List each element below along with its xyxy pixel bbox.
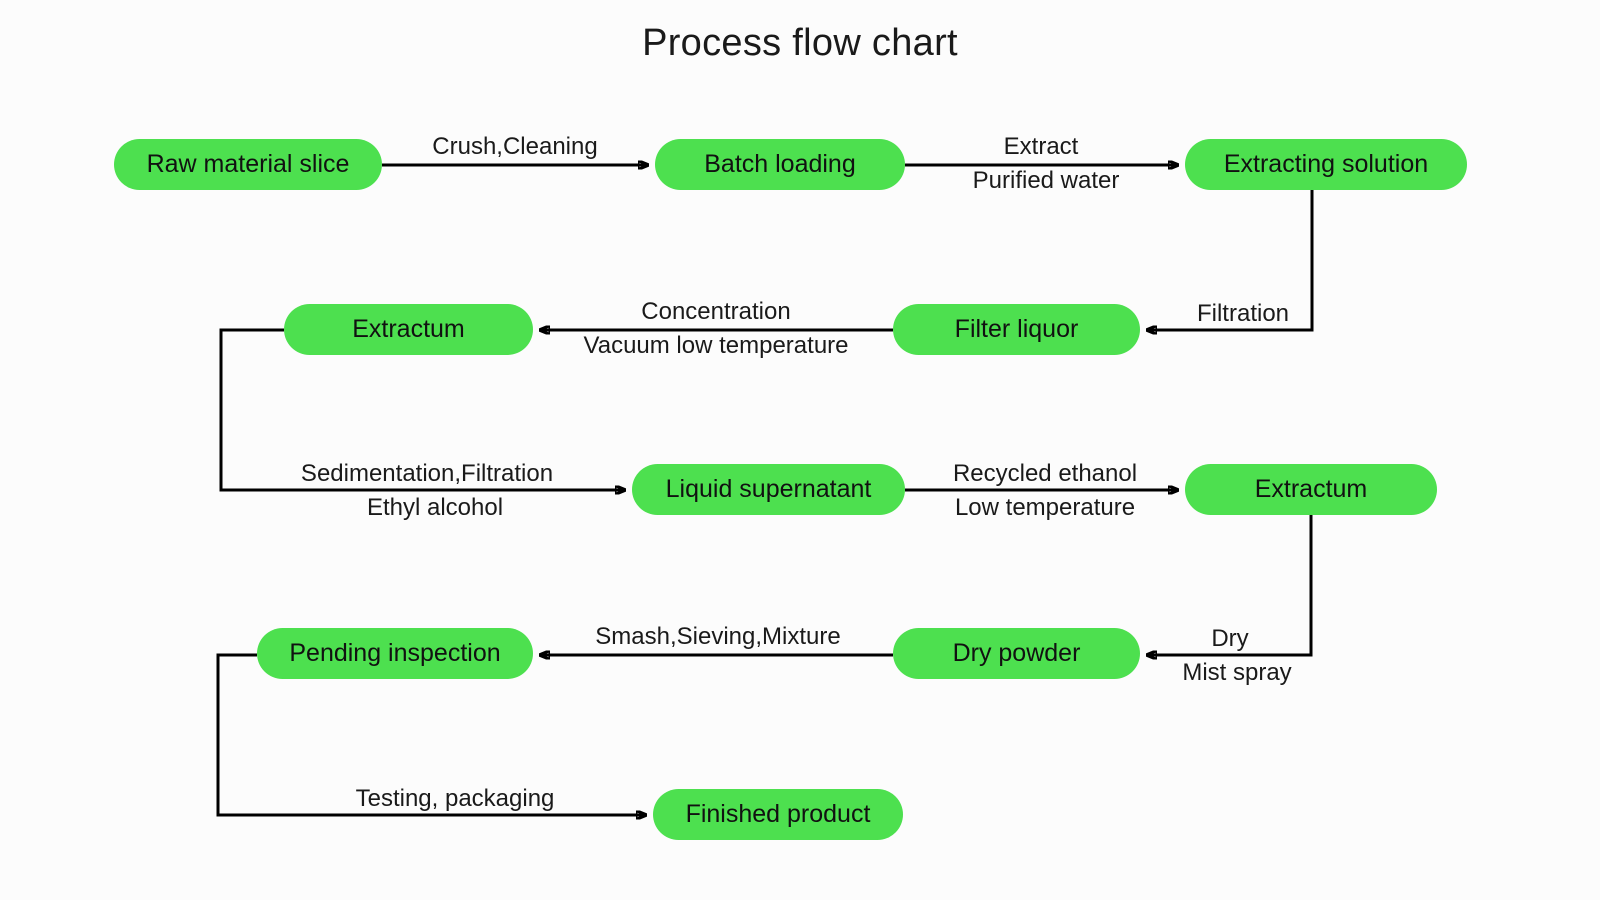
node-extractum-2[interactable]: Extractum bbox=[1185, 464, 1437, 515]
edge-label-dry: Dry bbox=[1211, 625, 1249, 653]
node-liquid-supernatant[interactable]: Liquid supernatant bbox=[632, 464, 905, 515]
edge-label-vacuum-low-temperature: Vacuum low temperature bbox=[583, 332, 849, 359]
node-raw-material-slice[interactable]: Raw material slice bbox=[114, 139, 382, 190]
edge-label-filtration: Filtration bbox=[1196, 300, 1290, 328]
edge-label-sedimentation-filtration: Sedimentation,Filtration bbox=[300, 460, 554, 488]
node-filter-liquor[interactable]: Filter liquor bbox=[893, 304, 1140, 355]
edge-label-concentration: Concentration bbox=[641, 298, 791, 326]
edge-label-low-temperature: Low temperature bbox=[954, 494, 1136, 521]
edge-label-mist-spray: Mist spray bbox=[1182, 659, 1292, 686]
node-batch-loading[interactable]: Batch loading bbox=[655, 139, 905, 190]
edge-label-extract: Extract bbox=[1003, 133, 1079, 161]
edge-label-crush-cleaning: Crush,Cleaning bbox=[432, 133, 598, 161]
node-extractum-1[interactable]: Extractum bbox=[284, 304, 533, 355]
node-finished-product[interactable]: Finished product bbox=[653, 789, 903, 840]
node-pending-inspection[interactable]: Pending inspection bbox=[257, 628, 533, 679]
edge-label-smash-sieving-mixture: Smash,Sieving,Mixture bbox=[595, 623, 841, 651]
edge-label-recycled-ethanol: Recycled ethanol bbox=[952, 460, 1138, 488]
edge-label-purified-water: Purified water bbox=[972, 167, 1120, 194]
edge-label-ethyl-alcohol: Ethyl alcohol bbox=[366, 494, 504, 521]
node-dry-powder[interactable]: Dry powder bbox=[893, 628, 1140, 679]
page-title: Process flow chart bbox=[642, 22, 958, 64]
node-extracting-solution[interactable]: Extracting solution bbox=[1185, 139, 1467, 190]
edge-label-testing-packaging: Testing, packaging bbox=[355, 785, 555, 813]
